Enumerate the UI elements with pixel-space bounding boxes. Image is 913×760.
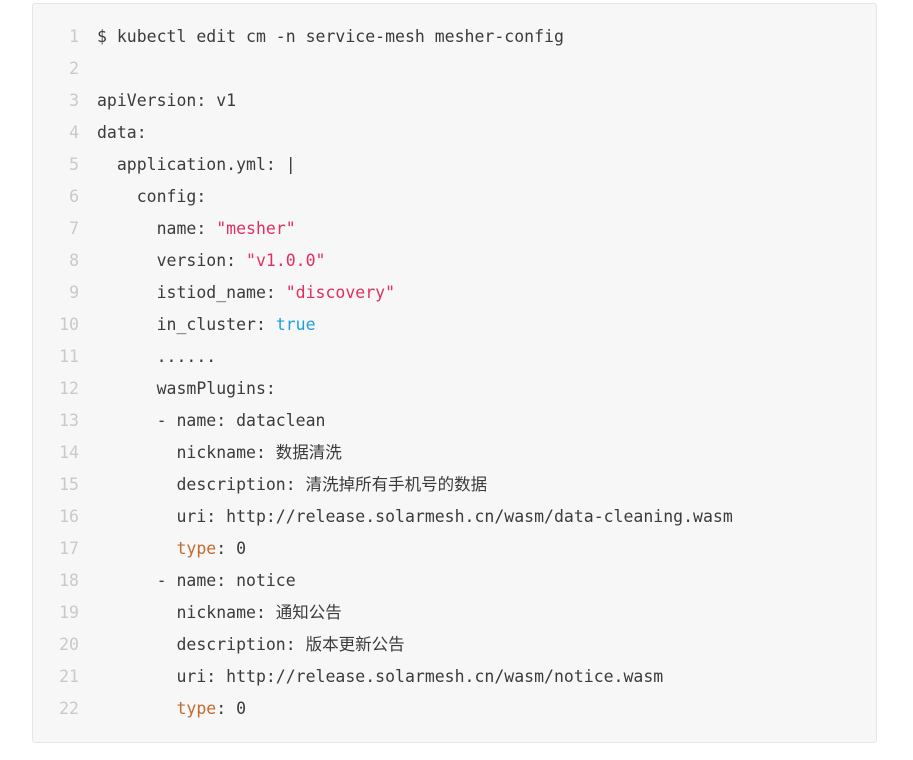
- code-line: 1 $ kubectl edit cm -n service-mesh meshe…: [47, 21, 866, 53]
- line-number: 3: [69, 91, 79, 110]
- line-number: 17: [59, 539, 79, 558]
- code-line: 16 uri: http://release.solarmesh.cn/wasm…: [47, 501, 866, 533]
- code-line: 18 - name: notice: [47, 565, 866, 597]
- line-code: apiVersion: v1: [97, 85, 866, 117]
- line-code: version: "v1.0.0": [97, 245, 866, 277]
- token-text: data:: [97, 123, 147, 142]
- code-line: 2: [47, 53, 866, 85]
- line-number: 8: [69, 251, 79, 270]
- line-code: description: 版本更新公告: [97, 629, 866, 661]
- line-code: type: 0: [97, 693, 866, 725]
- token-keyword: type: [176, 539, 217, 558]
- token-text: - name: dataclean: [97, 411, 326, 430]
- token-string: "discovery": [285, 283, 396, 302]
- line-code: config:: [97, 181, 866, 213]
- code-block: 1 $ kubectl edit cm -n service-mesh meshe…: [32, 3, 877, 743]
- line-number: 5: [69, 155, 79, 174]
- line-number: 20: [59, 635, 79, 654]
- line-code: nickname: 通知公告: [97, 597, 866, 629]
- code-line: 11 ......: [47, 341, 866, 373]
- token-text: [97, 539, 176, 558]
- token-text: - name: notice: [97, 571, 296, 590]
- line-code: description: 清洗掉所有手机号的数据: [97, 469, 866, 501]
- line-code: name: "mesher": [97, 213, 866, 245]
- line-number: 4: [69, 123, 79, 142]
- code-line: 22 type: 0: [47, 693, 866, 725]
- line-number: 18: [59, 571, 79, 590]
- line-code: in_cluster: true: [97, 309, 866, 341]
- line-number: 1: [69, 27, 79, 46]
- line-number: 9: [69, 283, 79, 302]
- line-number: 11: [59, 347, 79, 366]
- code-line: 21 uri: http://release.solarmesh.cn/wasm…: [47, 661, 866, 693]
- line-number: 2: [69, 59, 79, 78]
- code-line: 14 nickname: 数据清洗: [47, 437, 866, 469]
- line-number: 16: [59, 507, 79, 526]
- token-text: nickname: 通知公告: [97, 603, 342, 622]
- line-code: type: 0: [97, 533, 866, 565]
- code-line: 15 description: 清洗掉所有手机号的数据: [47, 469, 866, 501]
- code-line: 8 version: "v1.0.0": [47, 245, 866, 277]
- line-number: 12: [59, 379, 79, 398]
- line-code: - name: notice: [97, 565, 866, 597]
- line-code: nickname: 数据清洗: [97, 437, 866, 469]
- token-text: apiVersion: v1: [97, 91, 237, 110]
- token-text: uri: http://release.solarmesh.cn/wasm/da…: [97, 507, 733, 526]
- line-number: 6: [69, 187, 79, 206]
- token-text: config:: [97, 187, 207, 206]
- code-line: 13 - name: dataclean: [47, 405, 866, 437]
- line-code: application.yml: |: [97, 149, 866, 181]
- token-text: : 0: [216, 539, 247, 558]
- code-line: 9 istiod_name: "discovery": [47, 277, 866, 309]
- token-text: description: 版本更新公告: [97, 635, 405, 654]
- line-number: 14: [59, 443, 79, 462]
- code-line: 10 in_cluster: true: [47, 309, 866, 341]
- line-code: wasmPlugins:: [97, 373, 866, 405]
- line-number: 10: [59, 315, 79, 334]
- line-number: 13: [59, 411, 79, 430]
- line-code: $ kubectl edit cm -n service-mesh mesher…: [97, 21, 866, 53]
- line-code: istiod_name: "discovery": [97, 277, 866, 309]
- code-line: 4 data:: [47, 117, 866, 149]
- token-text: istiod_name:: [97, 283, 286, 302]
- code-line: 5 application.yml: |: [47, 149, 866, 181]
- token-literal: true: [275, 315, 316, 334]
- line-code: ......: [97, 341, 866, 373]
- line-number: 7: [69, 219, 79, 238]
- token-text: nickname: 数据清洗: [97, 443, 342, 462]
- token-string: "v1.0.0": [246, 251, 326, 270]
- code-line: 6 config:: [47, 181, 866, 213]
- token-text: uri: http://release.solarmesh.cn/wasm/no…: [97, 667, 664, 686]
- token-text: wasmPlugins:: [97, 379, 276, 398]
- token-keyword: type: [176, 699, 217, 718]
- token-text: version:: [97, 251, 247, 270]
- code-line: 3 apiVersion: v1: [47, 85, 866, 117]
- code-line: 12 wasmPlugins:: [47, 373, 866, 405]
- token-text: name:: [97, 219, 217, 238]
- token-text: $ kubectl edit cm -n service-mesh mesher…: [97, 27, 564, 46]
- code-line: 17 type: 0: [47, 533, 866, 565]
- line-code: uri: http://release.solarmesh.cn/wasm/da…: [97, 501, 866, 533]
- line-code: data:: [97, 117, 866, 149]
- code-line: 7 name: "mesher": [47, 213, 866, 245]
- token-text: in_cluster:: [97, 315, 276, 334]
- token-string: "mesher": [216, 219, 296, 238]
- line-number: 19: [59, 603, 79, 622]
- line-number: 15: [59, 475, 79, 494]
- code-line: 20 description: 版本更新公告: [47, 629, 866, 661]
- line-code: - name: dataclean: [97, 405, 866, 437]
- token-text: application.yml: |: [97, 155, 296, 174]
- line-number: 21: [59, 667, 79, 686]
- line-code: uri: http://release.solarmesh.cn/wasm/no…: [97, 661, 866, 693]
- code-line: 19 nickname: 通知公告: [47, 597, 866, 629]
- token-text: ......: [97, 347, 217, 366]
- token-text: [97, 699, 176, 718]
- line-number: 22: [59, 699, 79, 718]
- token-text: : 0: [216, 699, 247, 718]
- token-text: description: 清洗掉所有手机号的数据: [97, 475, 488, 494]
